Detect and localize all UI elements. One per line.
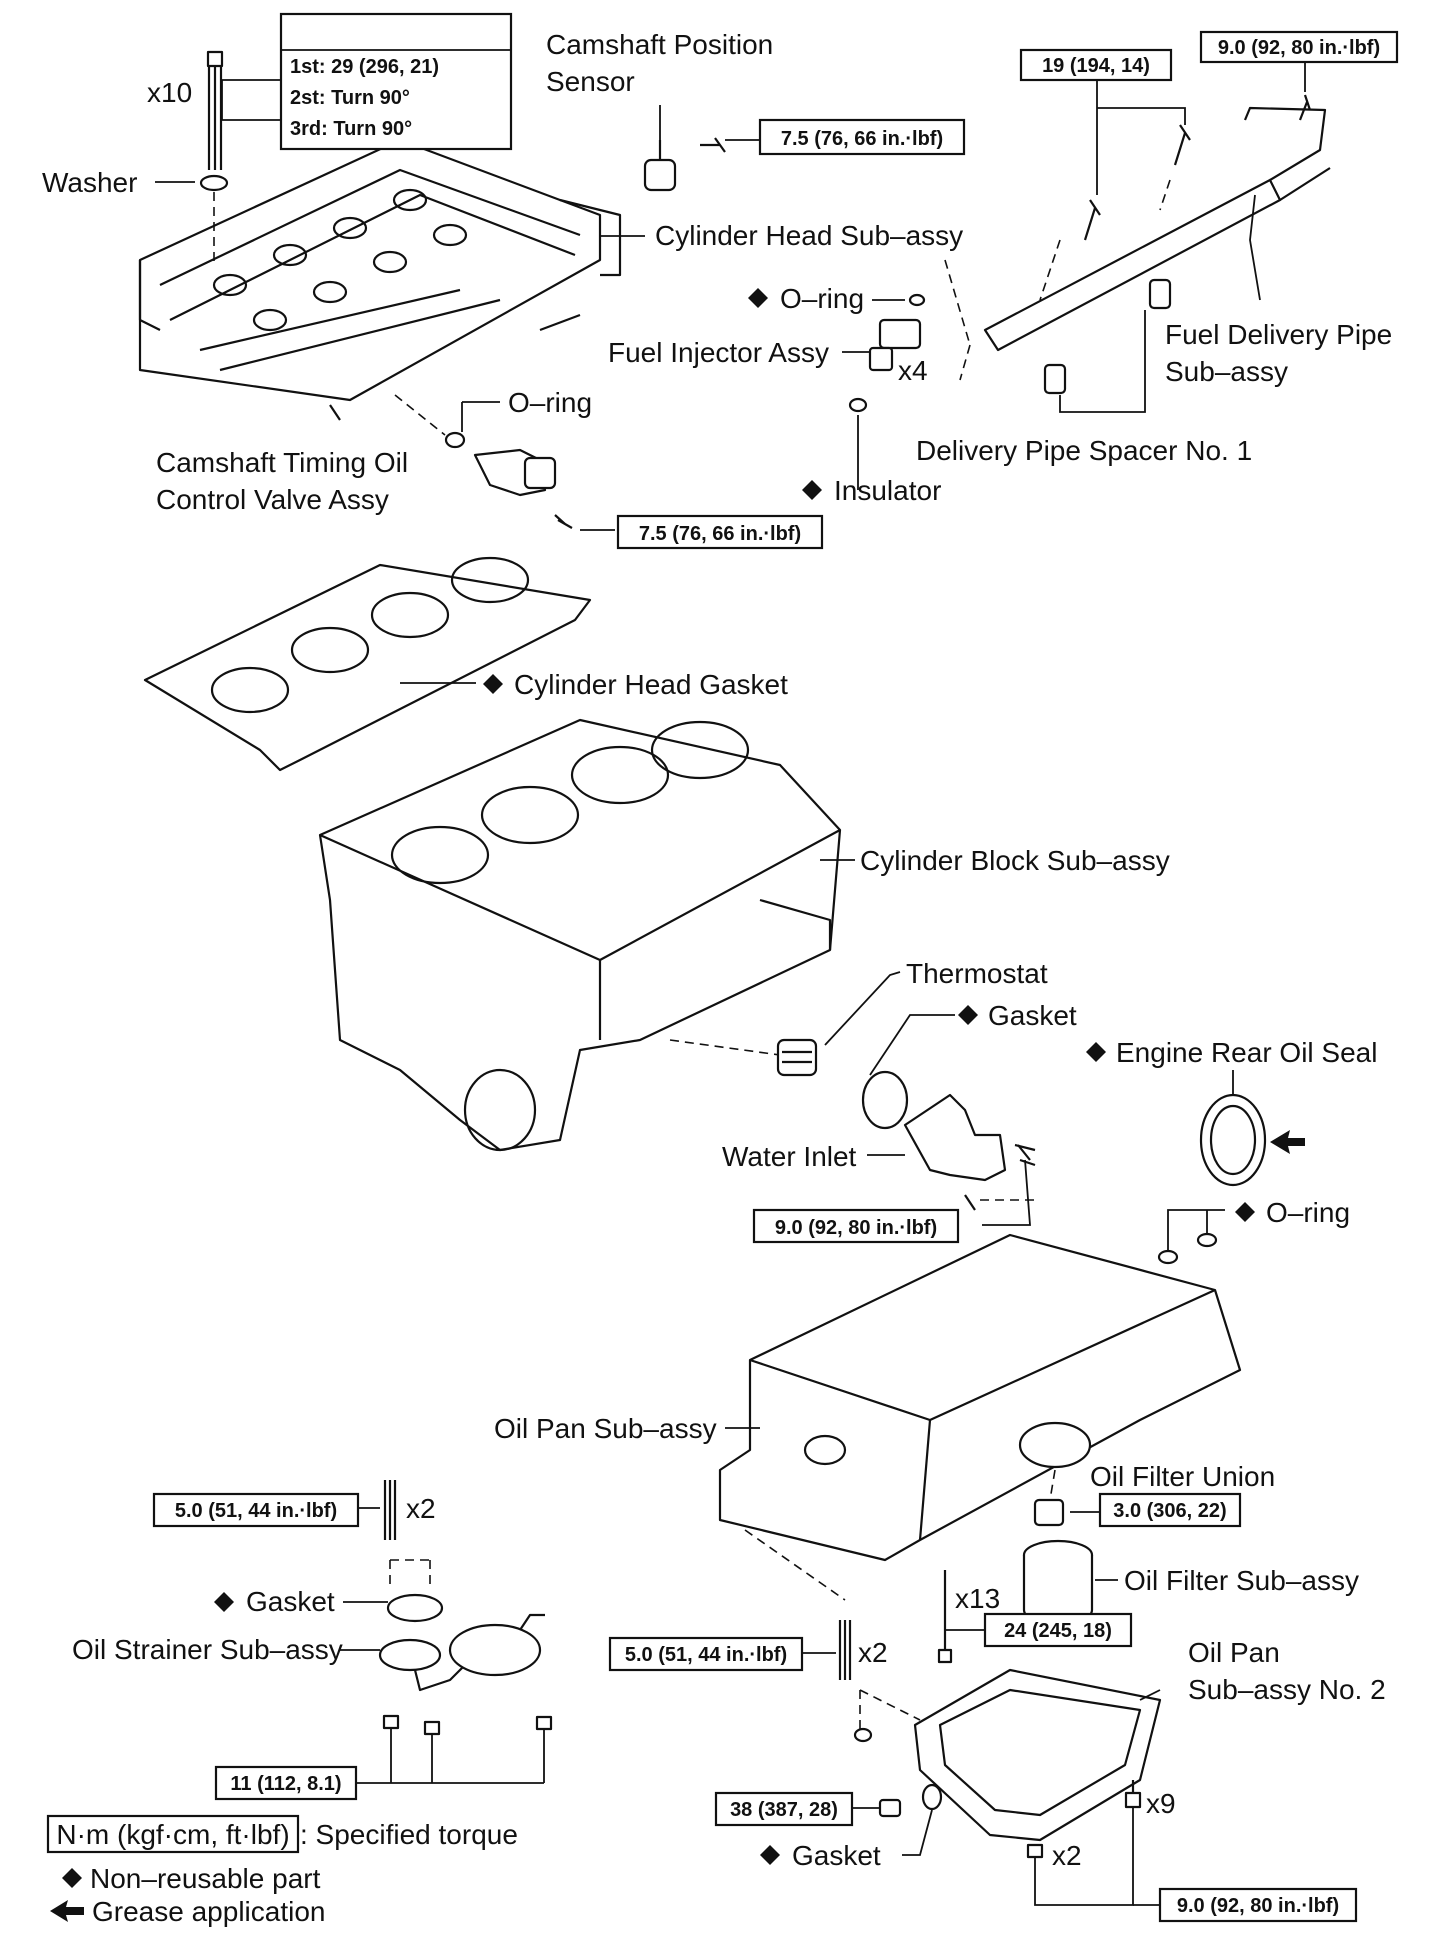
nonreusable-diamond-insulator [802,480,822,500]
ocv-drawing [444,431,573,529]
torque-boxes [46,30,1399,1923]
strainer-stud-torque: 5.0 (51, 44 in.·lbf) [175,1500,337,1522]
oil-pan-stud-torque: 5.0 (51, 44 in.·lbf) [625,1644,787,1666]
strainer-stud-drawing [383,1480,397,1540]
cylinder-block-drawing [318,718,842,1152]
oil-pan-bolt-drawing [937,1570,953,1664]
legend-nonreusable-icon [62,1868,82,1888]
ocv-label-1: Camshaft Timing Oil [156,447,408,478]
head-bolt-torque-1st: 1st: 29 (296, 21) [290,56,439,78]
camshaft-position-sensor-drawing [643,105,760,192]
head-bolt [199,50,229,265]
cylinder-head-gasket-label: Cylinder Head Gasket [514,669,788,700]
head-gasket-drawing [143,556,592,772]
nonreusable-diamond-head-gasket [483,674,503,694]
oil-pan-no2-label-2: Sub–assy No. 2 [1188,1674,1386,1705]
cylinder-block-label: Cylinder Block Sub–assy [860,845,1170,876]
oil-pan-bolt-torque: 24 (245, 18) [1004,1620,1112,1642]
head-bolt-torque-3rd: 3rd: Turn 90° [290,118,412,140]
oil-strainer-drawing [378,1613,545,1692]
oil-pan-no2-bolt-qty: x9 [1146,1788,1176,1819]
drain-gasket-label: Gasket [792,1840,881,1871]
delivery-pipe-spacer-label: Delivery Pipe Spacer No. 1 [916,435,1252,466]
oil-pan-no2-torque: 9.0 (92, 80 in.·lbf) [1177,1895,1339,1917]
ocv-bolt-torque: 7.5 (76, 66 in.·lbf) [639,523,801,545]
oil-pan-oring-1 [1157,1249,1179,1265]
fuel-delivery-pipe-drawing [983,106,1331,395]
oil-pan-no2-drawing [913,1668,1162,1842]
ocv-oring-label: O–ring [508,387,592,418]
fuel-injector-drawing [848,318,922,413]
nonreusable-diamond-rear-oil-seal [1086,1042,1106,1062]
drain-plug-torque: 38 (387, 28) [730,1799,838,1821]
oil-pan-no2-label-1: Oil Pan [1188,1637,1280,1668]
thermostat-label: Thermostat [906,958,1048,989]
oil-pan-drawing [718,1233,1242,1562]
thermostat-gasket-drawing [861,1070,909,1130]
oil-filter-label: Oil Filter Sub–assy [1124,1565,1359,1596]
thermostat-drawing [776,1038,818,1077]
delivery-pipe-bolt-torque: 19 (194, 14) [1042,55,1150,77]
engine-rear-oil-seal-label: Engine Rear Oil Seal [1116,1037,1377,1068]
insulator-label: Insulator [834,475,941,506]
oil-pan-oring-label: O–ring [1266,1197,1350,1228]
drain-plug-drawing [878,1783,943,1818]
nonreusable-diamond-oring-top [748,288,768,308]
head-bolt-torque-table [221,12,513,151]
strainer-nut-torque: 11 (112, 8.1) [230,1773,341,1795]
grease-application-arrow [1270,1130,1305,1154]
nonreusable-diamond-thermostat-gasket [958,1005,978,1025]
oil-filter-union-label: Oil Filter Union [1090,1461,1275,1492]
oil-filter-drawing [1022,1498,1094,1626]
oil-pan-no2-bolts [1026,1780,1142,1859]
injector-oring-drawing [908,293,926,307]
camshaft-position-sensor-label-1: Camshaft Position [546,29,773,60]
washer-label: Washer [42,167,137,198]
oil-pan-label: Oil Pan Sub–assy [494,1413,717,1444]
water-inlet-torque: 9.0 (92, 80 in.·lbf) [775,1217,937,1239]
nonreusable-diamond-drain-gasket [760,1845,780,1865]
strainer-gasket-drawing [386,1593,444,1623]
thermostat-gasket-label: Gasket [988,1000,1077,1031]
legend-torque-units: N·m (kgf·cm, ft·lbf) [56,1819,289,1850]
oil-pan-oring-2 [1196,1232,1218,1248]
water-inlet-drawing [903,1093,1036,1211]
legend-torque-text: : Specified torque [300,1819,518,1850]
fuel-injector-label: Fuel Injector Assy [608,337,829,368]
legend-nonreusable-text: Non–reusable part [90,1863,321,1894]
head-bolt-qty: x10 [147,77,192,108]
oil-strainer-label: Oil Strainer Sub–assy [72,1634,343,1665]
ocv-label-2: Control Valve Assy [156,484,389,515]
strainer-stud-qty: x2 [406,1493,436,1524]
water-inlet-label: Water Inlet [722,1141,857,1172]
legend-grease-text: Grease application [92,1896,325,1927]
legend-grease-arrow-icon [50,1900,84,1922]
head-bolt-torque-2nd: 2st: Turn 90° [290,87,410,109]
fuel-delivery-pipe-label-2: Sub–assy [1165,356,1288,387]
oil-pan-bolt-qty: x13 [955,1583,1000,1614]
delivery-pipe-bracket-torque: 9.0 (92, 80 in.·lbf) [1218,37,1380,59]
oil-pan-no2-nut-qty: x2 [1052,1840,1082,1871]
fuel-delivery-pipe-label-1: Fuel Delivery Pipe [1165,319,1392,350]
delivery-pipe-bolts [1083,94,1312,241]
oil-pan-no2-nut-left [853,1727,873,1743]
cylinder-head-label: Cylinder Head Sub–assy [655,220,963,251]
oil-filter-union-torque: 3.0 (306, 22) [1113,1500,1226,1522]
cam-sensor-torque: 7.5 (76, 66 in.·lbf) [781,128,943,150]
strainer-gasket-label: Gasket [246,1586,335,1617]
fuel-injector-qty: x4 [898,355,928,386]
oil-pan-stud-qty: x2 [858,1637,888,1668]
strainer-nuts [382,1714,553,1736]
oil-pan-stud-right-drawing [838,1620,852,1680]
injector-oring-label: O–ring [780,283,864,314]
nonreusable-diamond-strainer-gasket [214,1592,234,1612]
rear-oil-seal-drawing [1199,1093,1267,1187]
nonreusable-diamond-pan-oring [1235,1202,1255,1222]
camshaft-position-sensor-label-2: Sensor [546,66,635,97]
